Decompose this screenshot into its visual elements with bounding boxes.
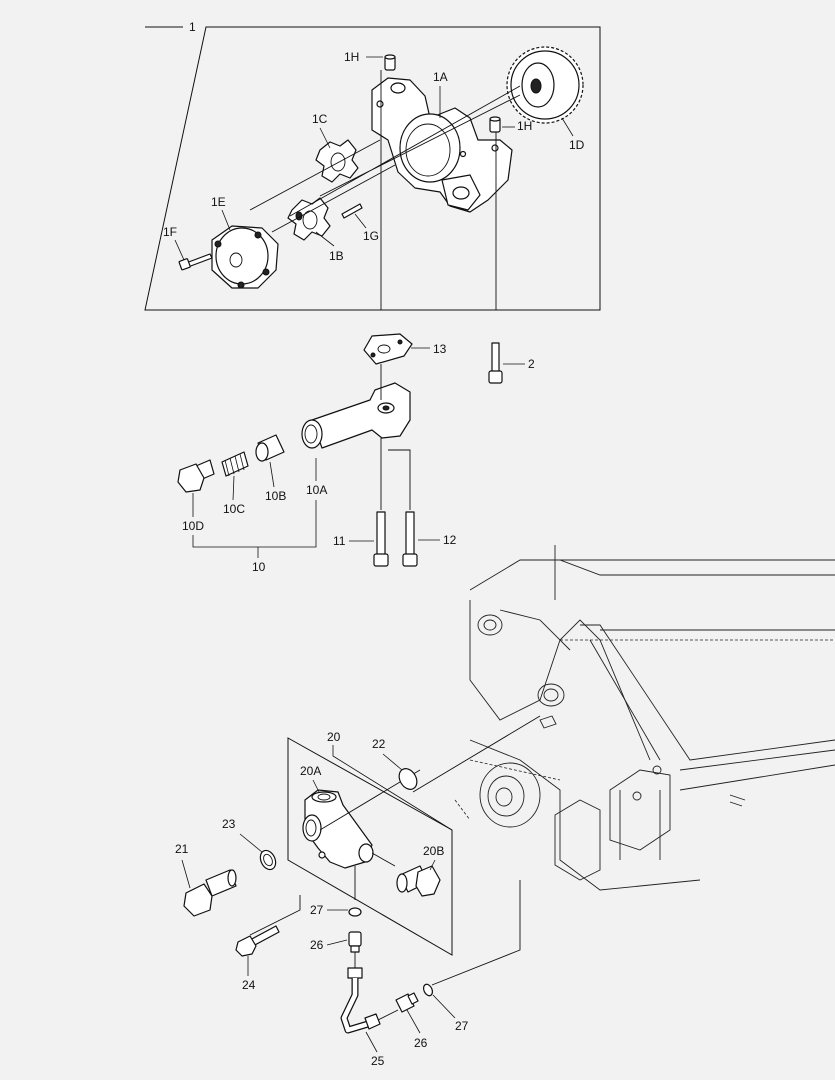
label-1e: 1E [211, 195, 226, 209]
plug-20b [396, 865, 441, 897]
label-1a: 1A [433, 70, 448, 84]
label-25: 25 [371, 1054, 385, 1068]
bolt-12 [402, 511, 418, 567]
plunger-10b [255, 434, 285, 462]
label-10d: 10D [182, 519, 204, 533]
gasket-23 [259, 849, 277, 871]
label-10a: 10A [306, 483, 327, 497]
label-1b: 1B [329, 249, 344, 263]
oil-pipe-25 [340, 967, 381, 1034]
engine-connection-lines [412, 715, 541, 986]
label-27-lower: 27 [455, 1019, 469, 1033]
assembly-20-frame [287, 737, 453, 956]
fitting-26-upper [348, 931, 362, 953]
o-ring-27-upper [348, 907, 362, 917]
pipe-axis-lines [354, 952, 399, 1021]
label-24: 24 [242, 978, 256, 992]
label-13: 13 [433, 342, 447, 356]
rotor-1c [315, 139, 359, 183]
assembly-axis-lines [249, 70, 521, 310]
bolt-2 [488, 342, 503, 384]
label-1: 1 [189, 20, 196, 34]
gear-1d [506, 46, 584, 124]
label-1g: 1G [363, 229, 379, 243]
label-26-upper: 26 [310, 938, 324, 952]
label-22: 22 [372, 737, 386, 751]
assembly-1-frame [144, 26, 601, 311]
label-21: 21 [175, 842, 189, 856]
label-2: 2 [528, 357, 535, 371]
plug-10d [177, 459, 215, 493]
pin-1h-top [384, 54, 396, 71]
label-10c: 10C [223, 502, 245, 516]
pump-body-1a [371, 77, 513, 213]
bolt-1f [178, 253, 213, 271]
o-ring-22 [398, 768, 418, 790]
gasket-13 [363, 333, 413, 365]
group-bracket-10 [192, 500, 317, 548]
label-10b: 10B [265, 489, 286, 503]
valve-body-10a [301, 382, 411, 449]
label-20b: 20B [423, 844, 444, 858]
oil-filter-bracket-20a [302, 789, 374, 869]
engine-block [454, 545, 835, 891]
label-1d: 1D [569, 138, 585, 152]
bolt-24 [235, 925, 280, 957]
spring-10c [221, 451, 249, 477]
o-ring-27-lower [422, 983, 434, 997]
label-26-lower: 26 [414, 1036, 428, 1050]
bolt-11 [373, 511, 389, 567]
label-1f: 1F [163, 225, 177, 239]
cover-1e [211, 225, 279, 289]
pin-1g [341, 203, 363, 219]
label-1h-right: 1H [517, 119, 532, 133]
label-11: 11 [333, 534, 346, 548]
label-1h-top: 1H [344, 50, 359, 64]
fitting-26-lower [395, 992, 419, 1013]
label-1c: 1C [312, 112, 328, 126]
assembly-20-axis-lines [249, 769, 421, 936]
label-12: 12 [443, 533, 457, 547]
valve-axis-lines [380, 364, 411, 510]
label-27-upper: 27 [310, 903, 324, 917]
pin-1h-right [489, 116, 501, 133]
label-23: 23 [222, 817, 236, 831]
bolt-21 [183, 869, 237, 917]
label-10: 10 [252, 560, 266, 574]
label-20a: 20A [300, 764, 321, 778]
label-20: 20 [327, 730, 341, 744]
